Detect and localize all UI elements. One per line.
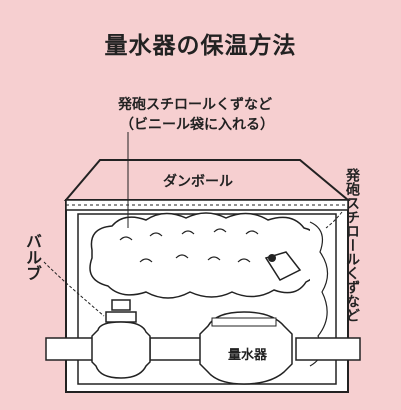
- side-foam-label: 発砲スチロールくずなど: [344, 168, 360, 322]
- cardboard-label: ダンボール: [163, 174, 233, 190]
- pipe-right: [295, 337, 361, 361]
- page-title: 量水器の保温方法: [104, 33, 297, 59]
- valve: [91, 299, 151, 379]
- valve-label: バルブ: [23, 233, 42, 281]
- pipe-middle: [149, 337, 207, 361]
- foam-bag-note: （ビニール袋に入れる）: [120, 117, 274, 133]
- water-meter: [199, 311, 293, 385]
- meter-label: 量水器: [228, 348, 268, 363]
- foam-bag-label: 発砲スチロールくずなど: [118, 97, 272, 113]
